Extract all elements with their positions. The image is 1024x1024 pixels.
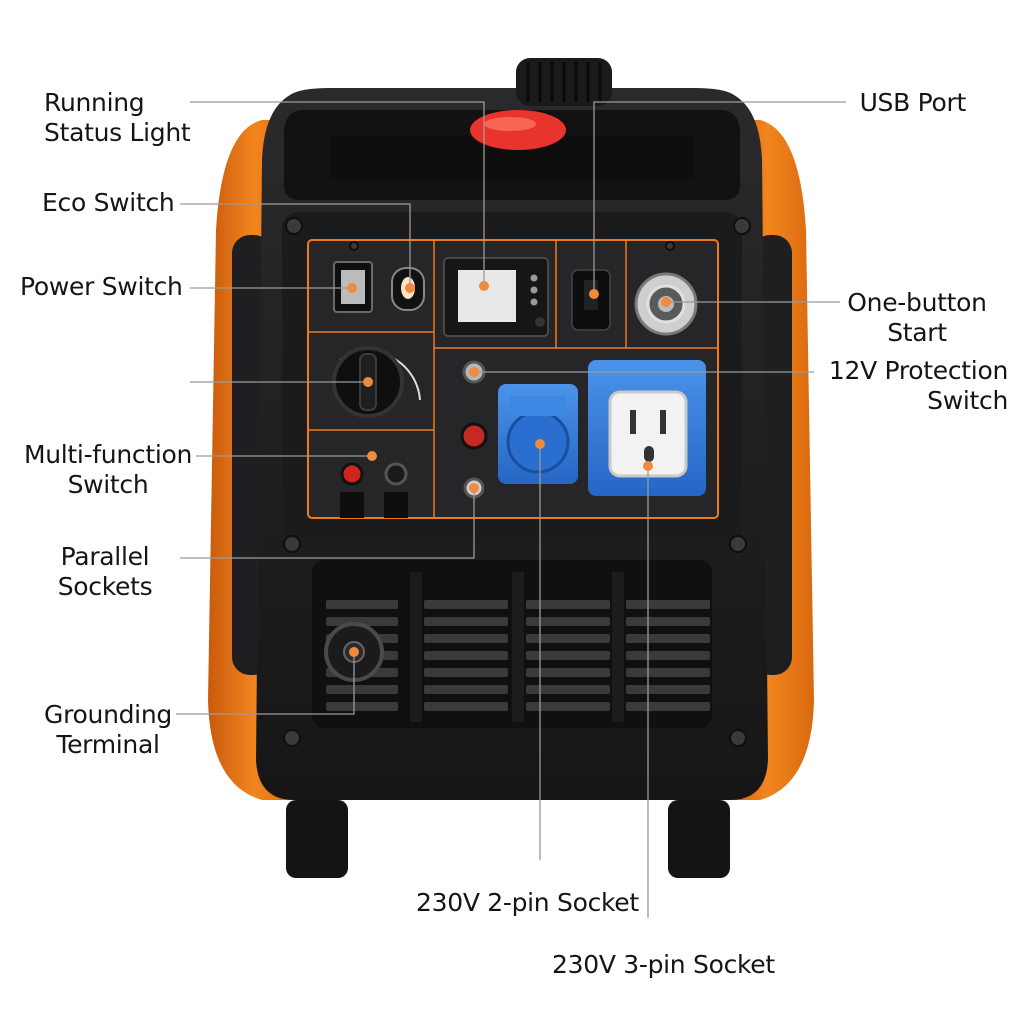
display-window [458,270,516,322]
marker-usb-port [589,289,599,299]
parallel-socket-red [340,462,364,486]
vent-slat [526,617,610,626]
vent-divider [612,572,624,722]
label-grounding-terminal: Grounding Terminal [34,700,182,760]
label-line: Eco Switch [42,188,175,217]
vent-slat [424,668,508,677]
label-line: 230V 3-pin Socket [552,950,775,979]
label-line: Multi-function [23,440,193,469]
leader-running-status-light [190,101,485,286]
vent-slat [626,685,710,694]
panel-dividers [308,240,718,518]
marker-power-switch [347,283,357,293]
vent-divider [410,572,422,722]
marker-running-status-light [479,281,489,291]
vent-divider [512,572,524,722]
leader-parallel-sockets [180,488,475,559]
marker-protection-switch [469,367,479,377]
label-running-status-light: Running Status Light [44,88,191,148]
socket-3pin-ground [644,446,654,462]
vent-slat [526,668,610,677]
marker-parallel-sockets [469,483,479,493]
vent-slat [424,651,508,660]
marker-eco-switch [405,283,415,293]
label-one-button-start: One-button Start [842,288,992,348]
marker-socket-2pin [535,439,545,449]
label-line: USB Port [859,88,967,117]
left-foot [286,800,348,878]
vent-slat [626,600,710,609]
marker-grounding-terminal [349,647,359,657]
vent-slat [326,600,398,609]
vent-slat [526,634,610,643]
label-line: 230V 2-pin Socket [416,888,639,917]
status-light-highlight [484,117,536,131]
label-line: Start [887,318,947,347]
vent-slat [326,702,398,711]
vent-slat [626,702,710,711]
label-line: Terminal [56,730,160,759]
vent-slat [626,634,710,643]
vent-slat [626,651,710,660]
label-socket-2pin: 230V 2-pin Socket [416,888,639,918]
indicator-leds [530,274,545,327]
label-line: Status Light [44,118,191,147]
vent-slat [424,617,508,626]
leader-grounding-terminal [176,652,355,715]
label-line: 12V Protection [828,356,1008,385]
marker-one-button-start [661,297,671,307]
vent-slat [424,702,508,711]
socket-3pin-slot-right [660,410,666,434]
socket-2pin-lid [510,396,566,416]
label-protection-switch-12v: 12V Protection Switch [829,356,1008,416]
vent-slat [326,685,398,694]
vent-slat [424,634,508,643]
right-foot [668,800,730,878]
label-power-switch: Power Switch [20,272,183,302]
marker-socket-3pin [643,461,653,471]
vent-slat [526,651,610,660]
vent-slat [626,668,710,677]
handle-opening [330,135,694,180]
marker-multi-function-switch [367,451,377,461]
vent-slat [526,702,610,711]
label-line: Grounding [44,700,172,729]
label-line: Power Switch [20,272,183,301]
label-multi-function-switch: Multi-function Switch [18,440,198,500]
vent-slat [526,685,610,694]
parallel-socket-caps [340,492,408,518]
reset-button [460,422,488,450]
label-line: One-button [847,288,987,317]
parallel-socket-black [384,462,408,486]
leader-eco-switch [180,203,411,288]
socket-3pin-slot-left [630,410,636,434]
screws [283,217,751,747]
label-line: Running [44,88,145,117]
label-line: Switch [67,470,149,499]
vent-slat [424,685,508,694]
marker-unlabeled [363,377,373,387]
label-line: Parallel [60,542,150,571]
label-line: Switch [927,386,1008,415]
label-socket-3pin: 230V 3-pin Socket [552,950,775,980]
leader-usb-port [593,101,846,294]
label-line: Sockets [57,572,153,601]
vent-slat [526,600,610,609]
label-eco-switch: Eco Switch [42,188,175,218]
label-parallel-sockets: Parallel Sockets [40,542,170,602]
vent-slat [626,617,710,626]
label-usb-port: USB Port [859,88,967,118]
fuel-cap-ridges [526,62,602,102]
vent-slat [424,600,508,609]
